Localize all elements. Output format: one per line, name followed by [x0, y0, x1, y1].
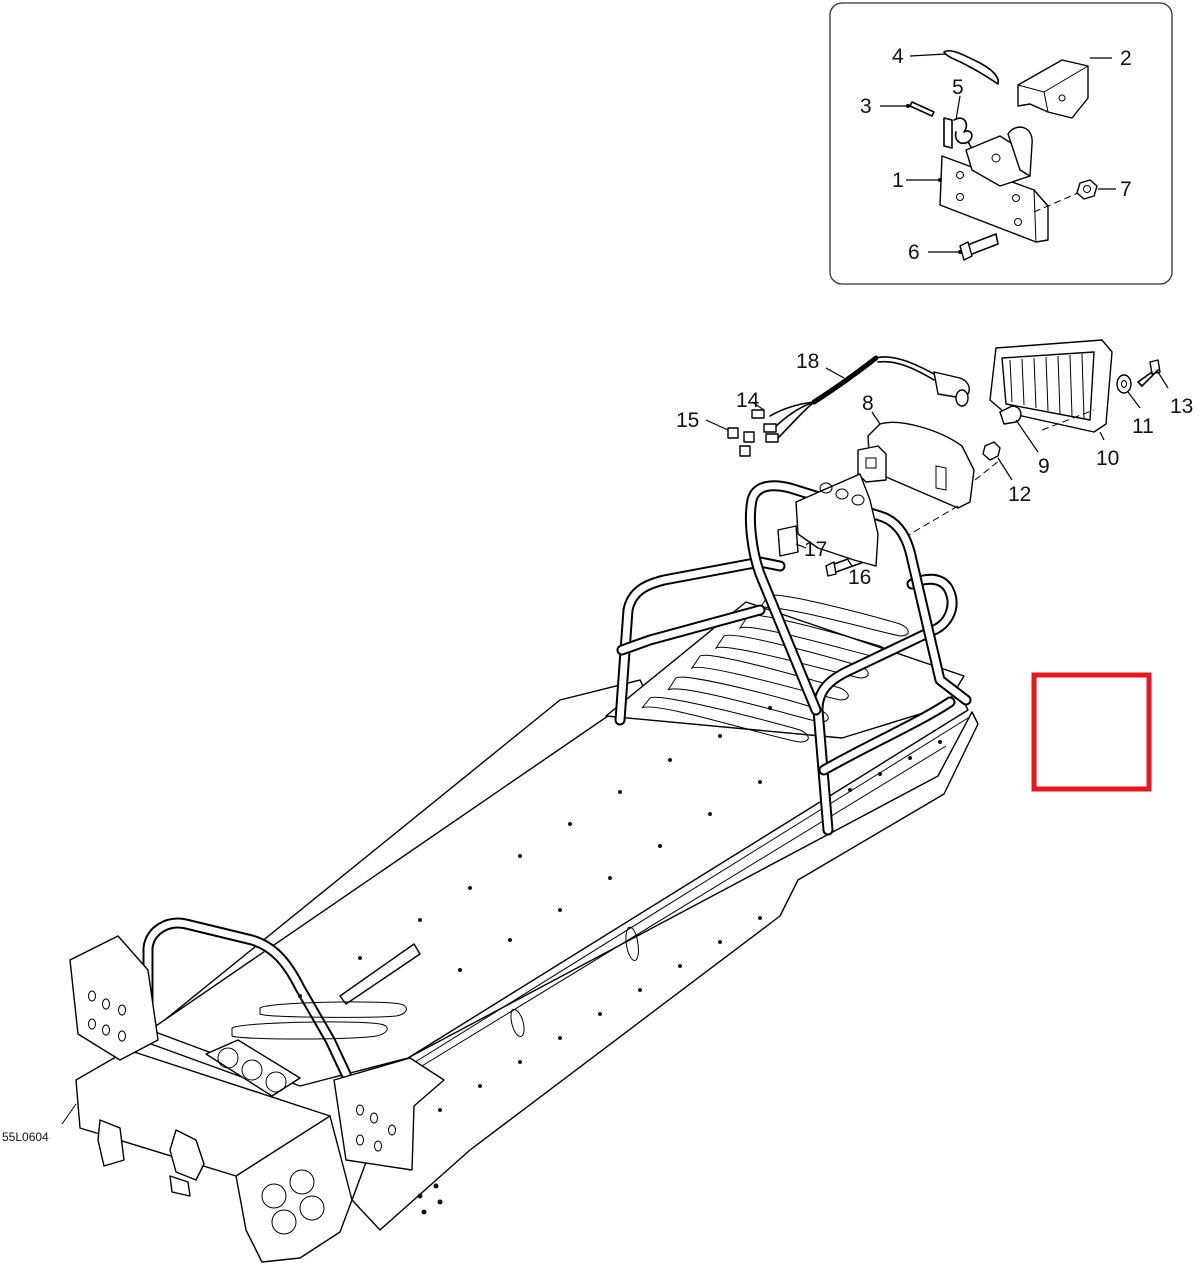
part-8-light-base	[857, 421, 975, 509]
callout-15: 15	[676, 409, 699, 432]
callout-8: 8	[862, 392, 874, 415]
callout-6: 6	[908, 241, 920, 264]
callout-2: 2	[1120, 47, 1132, 70]
part-12-nut	[982, 441, 1001, 461]
front-hitch	[97, 1119, 205, 1197]
callout-18: 18	[796, 350, 819, 373]
callout-4: 4	[892, 45, 904, 68]
deck-rail-slot	[339, 943, 421, 1005]
chassis-right-side	[351, 711, 979, 1231]
part-2-bracket	[1017, 59, 1089, 119]
part-6-bolt	[959, 233, 999, 261]
callout-17: 17	[804, 538, 827, 561]
callout-10: 10	[1096, 447, 1119, 470]
callout-1: 1	[892, 169, 904, 192]
taillight-assembly	[705, 339, 1169, 577]
bulb-socket	[933, 371, 970, 407]
part-3-pin	[909, 101, 935, 117]
snowmobile-chassis	[61, 473, 979, 1263]
callout-16: 16	[848, 566, 871, 589]
part-16-bolt	[825, 553, 865, 577]
part-4-hair-pin	[943, 49, 1000, 85]
callout-9: 9	[1038, 455, 1050, 478]
callout-labels: 4 2 5 3 1 7 6 18 14 15 8 13 11 9 10 12 1…	[2, 45, 1193, 1144]
inset-hitch-assembly	[829, 2, 1173, 285]
heat-exchanger-openings	[205, 1039, 301, 1097]
part-13-screw	[1137, 359, 1161, 387]
rivet-holes	[298, 706, 942, 1215]
part-7-nut	[1076, 179, 1098, 200]
part-15-terminal	[727, 427, 755, 457]
callout-14: 14	[736, 389, 760, 412]
front-right-panel	[333, 1057, 445, 1171]
rear-rack-frame	[614, 480, 972, 836]
front-bumper-tube	[142, 917, 352, 1080]
rack-plate-bracket	[795, 473, 879, 567]
drawing-code: 55L0604	[2, 1130, 49, 1144]
part-14-connector	[751, 409, 779, 443]
callout-3: 3	[860, 95, 872, 118]
part-9-bulb	[999, 405, 1022, 425]
part-1-plate	[939, 126, 1049, 243]
callout-11: 11	[1132, 415, 1154, 438]
highlight-box	[1031, 672, 1152, 792]
part-11-washer	[1116, 374, 1132, 394]
part-10-tail-light-housing	[989, 339, 1113, 433]
callout-12: 12	[1008, 483, 1031, 506]
callout-13: 13	[1170, 395, 1193, 418]
callout-7: 7	[1120, 178, 1132, 201]
callout-5: 5	[952, 76, 964, 99]
